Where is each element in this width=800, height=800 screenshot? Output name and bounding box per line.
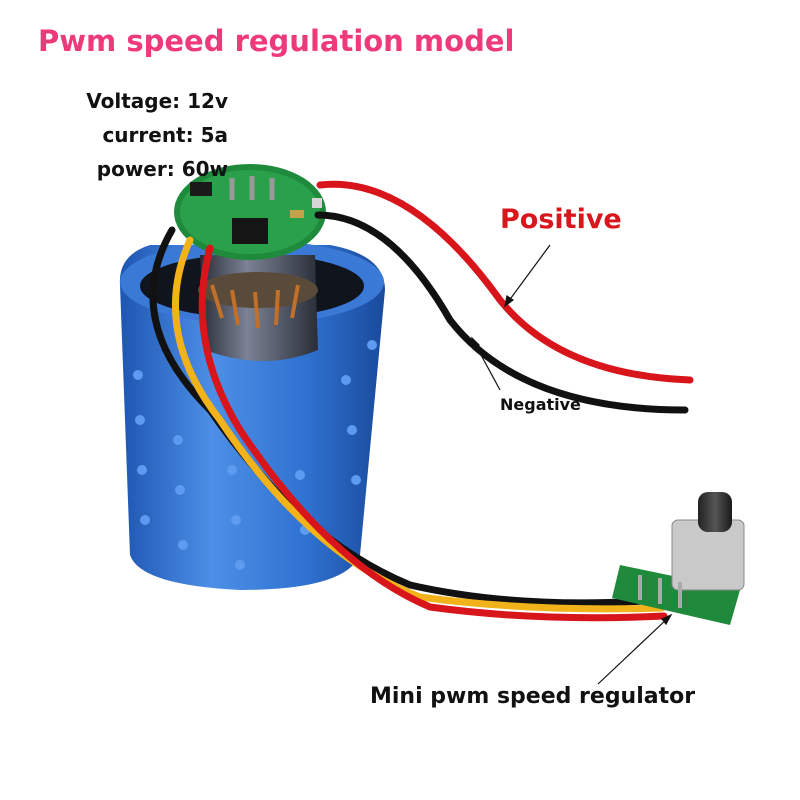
regulator-arrow	[597, 617, 669, 685]
spec-voltage: Voltage: 12v	[86, 89, 228, 113]
spec-current: current: 5a	[102, 123, 228, 147]
knob-icon	[698, 492, 732, 532]
chip-icon	[232, 218, 268, 244]
red-wire	[316, 180, 694, 384]
motor-housing	[119, 240, 385, 590]
housing-bumps	[133, 340, 377, 570]
positive-label: Positive	[500, 204, 622, 235]
regulator-label: Mini pwm speed regulator	[370, 684, 696, 709]
red-regulator-wire	[198, 244, 668, 622]
negative-label: Negative	[500, 395, 581, 414]
black-wire	[314, 211, 689, 414]
positive-arrow	[507, 244, 551, 303]
negative-arrow	[473, 341, 501, 391]
mini-regulator	[612, 492, 745, 625]
page-title: Pwm speed regulation model	[38, 24, 515, 58]
spec-power: power: 60w	[96, 157, 228, 181]
yellow-regulator-wire	[172, 236, 666, 613]
driver-pcb	[174, 164, 326, 260]
motor-body	[198, 255, 318, 361]
